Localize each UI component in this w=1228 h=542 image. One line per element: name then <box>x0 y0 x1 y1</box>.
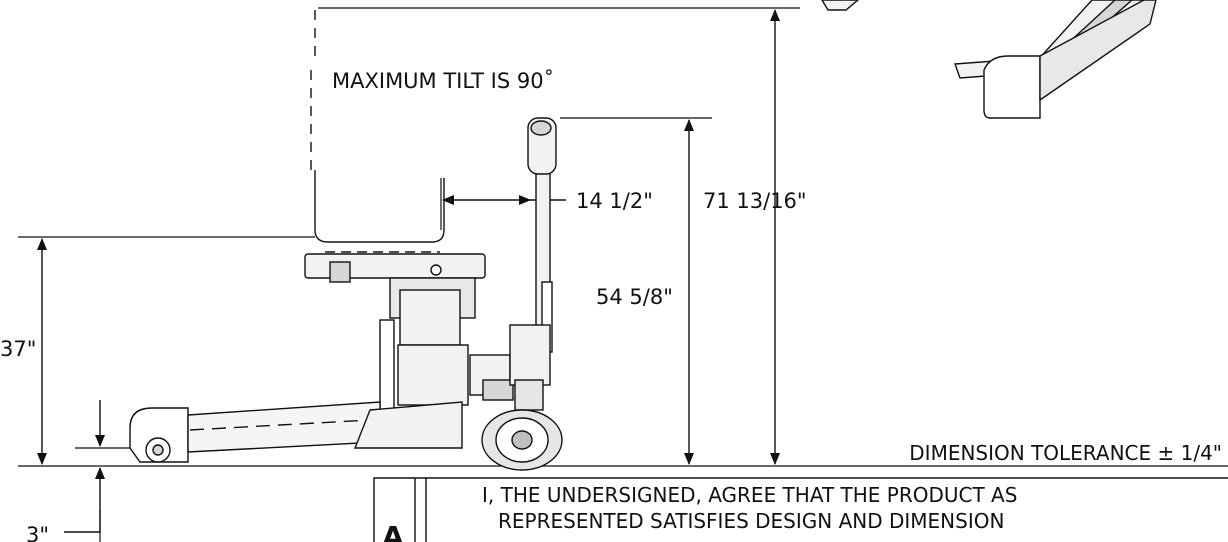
revision-letter: A <box>382 520 404 542</box>
tolerance-label: DIMENSION TOLERANCE ± 1/4" <box>909 441 1222 465</box>
dim-71-13-16-label: 71 13/16" <box>703 189 807 213</box>
dim-37-label: 37" <box>0 337 36 361</box>
drive-wheel <box>481 409 563 471</box>
bin-outline <box>310 10 445 253</box>
dimension-lines <box>37 8 780 533</box>
dim-14-5-label: 14 1/2" <box>576 189 653 213</box>
fork-detail <box>821 0 1157 119</box>
dim-54-5-8-label: 54 5/8" <box>596 285 673 309</box>
handle-mast <box>509 117 557 411</box>
base-legs <box>129 354 514 463</box>
dim-3-label: 3" <box>26 523 49 542</box>
max-tilt-label: MAXIMUM TILT IS 90˚ <box>332 69 554 93</box>
carriage <box>304 253 486 411</box>
approval-text-line2: REPRESENTED SATISFIES DESIGN AND DIMENSI… <box>498 509 1004 533</box>
extension-lines <box>18 7 1228 542</box>
approval-block <box>373 477 1228 542</box>
approval-text-line1: I, THE UNDERSIGNED, AGREE THAT THE PRODU… <box>482 483 1017 507</box>
